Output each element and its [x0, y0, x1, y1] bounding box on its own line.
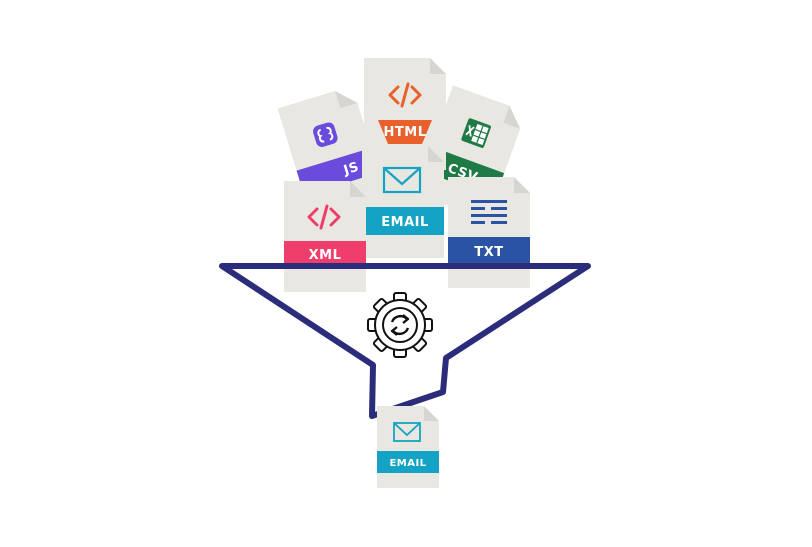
- text-lines-icon: [471, 200, 507, 224]
- file-email: EMAIL: [362, 146, 444, 258]
- gear-refresh-icon: [367, 292, 433, 358]
- file-label-email: EMAIL: [381, 215, 429, 230]
- code-icon: [388, 82, 422, 108]
- file-email-output: EMAIL: [377, 406, 439, 488]
- file-txt: TXT: [448, 177, 530, 288]
- file-label-xml: XML: [309, 248, 342, 263]
- code-icon: [307, 204, 341, 230]
- js-icon: [313, 122, 338, 147]
- spreadsheet-icon: [461, 118, 491, 148]
- refresh-icon: [390, 314, 410, 336]
- envelope-icon: [393, 422, 421, 442]
- file-label-txt: TXT: [474, 245, 503, 260]
- file-label-html: HTML: [384, 125, 427, 140]
- funnel-icon: [219, 263, 591, 419]
- file-label-js: JS: [341, 160, 361, 179]
- envelope-icon: [382, 166, 422, 194]
- file-html: HTML: [364, 58, 446, 170]
- file-xml: XML: [284, 181, 366, 292]
- file-label-email-output: EMAIL: [389, 458, 426, 469]
